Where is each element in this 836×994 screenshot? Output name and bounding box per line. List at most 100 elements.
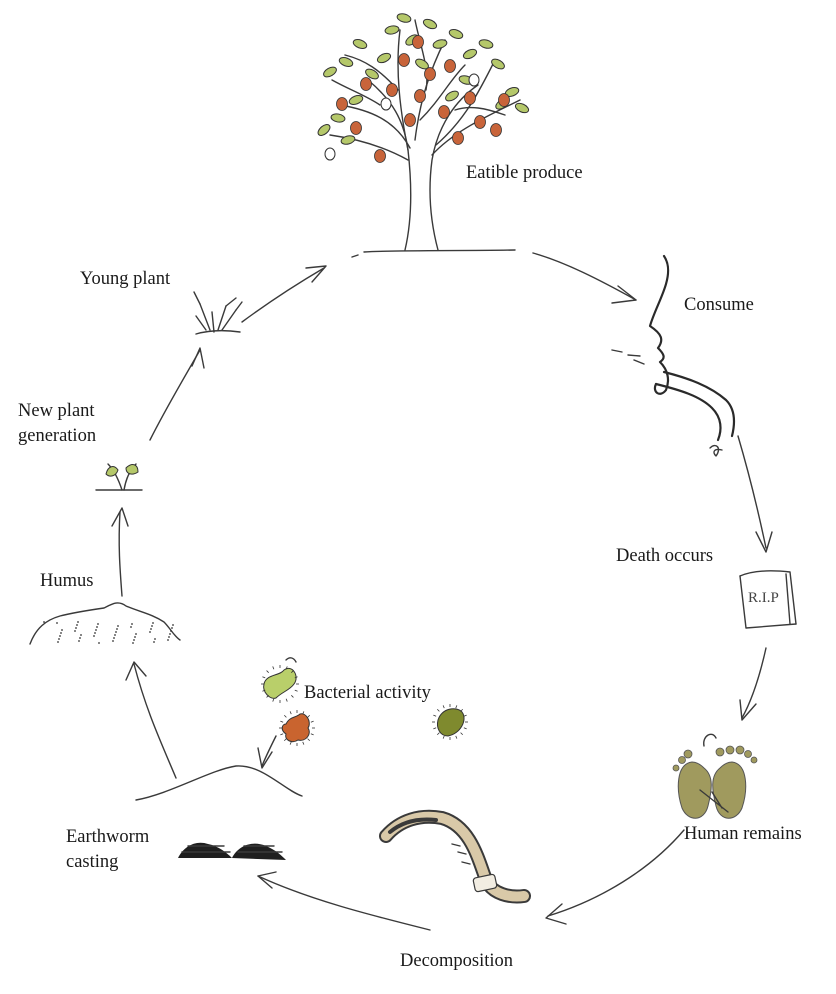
tree-leaf: [490, 57, 506, 71]
label-consume: Consume: [684, 294, 754, 317]
human-face-profile-icon: [612, 256, 734, 456]
humus-dot: [114, 634, 116, 636]
bacteria-cilium: [311, 734, 314, 735]
tree-leaf: [432, 38, 448, 49]
young-plant-icon: [194, 292, 242, 334]
tree-fruit: [351, 122, 362, 135]
tree-fruit: [337, 98, 348, 111]
arrowhead-young-plant: [192, 348, 204, 368]
label-human-remains: Human remains: [684, 823, 802, 846]
humus-dot: [170, 630, 172, 632]
label-new-plant-line1: New plant: [18, 400, 95, 423]
bacteria-cilium: [280, 734, 283, 735]
arrow-tree-to-consume: [533, 253, 636, 300]
tree-leaf: [348, 94, 364, 106]
tree-fruit-outline: [325, 148, 335, 160]
tree-leaf: [338, 56, 354, 68]
bacteria-cilium: [284, 739, 286, 741]
fruit-tree-icon: [330, 20, 520, 257]
humus-dot: [133, 639, 135, 641]
footprint-toe: [679, 757, 686, 764]
bacteria-cilium: [308, 715, 310, 717]
tree-fruit: [425, 68, 436, 81]
humus-dot: [58, 638, 60, 640]
bacteria-cilium: [267, 671, 269, 673]
humus-dot: [131, 623, 133, 625]
arrowhead-death: [756, 532, 772, 552]
tree-leaf: [384, 25, 399, 35]
humus-dot: [132, 642, 134, 644]
tree-leaf: [422, 17, 438, 30]
tree-fruit: [405, 114, 416, 127]
humus-dot: [113, 637, 115, 639]
bacteria-cilium: [437, 709, 439, 711]
tree-leaf: [376, 51, 392, 64]
bacteria-cilium: [464, 728, 467, 729]
humus-dot: [74, 630, 76, 632]
cycle-arrows: [112, 253, 772, 930]
humus-dot: [60, 632, 62, 634]
arrowhead-remains: [740, 700, 756, 720]
tree-fruit: [439, 106, 450, 119]
humus-dot: [172, 624, 174, 626]
humus-dot: [134, 636, 136, 638]
tree-fruit: [445, 60, 456, 73]
arrow-death-to-remains: [742, 648, 766, 718]
arrow-humus-to-seedling: [119, 512, 122, 596]
humus-dot: [115, 631, 117, 633]
humus-dot: [95, 629, 97, 631]
humus-dot: [117, 625, 119, 627]
humus-dot: [153, 641, 155, 643]
bacteria-cilium: [456, 736, 457, 739]
humus-dot: [61, 629, 63, 631]
bacteria-cilium: [433, 728, 436, 729]
humus-dot: [116, 628, 118, 630]
bacteria-cilium: [443, 705, 444, 708]
humus-dots: [43, 621, 174, 644]
bacteria-cilium: [290, 711, 291, 714]
label-decomposition: Decomposition: [400, 950, 513, 973]
tree-fruit: [361, 78, 372, 91]
arrow-decomposition-to-casting: [258, 876, 430, 930]
humus-dot: [76, 624, 78, 626]
bacteria-cilium: [443, 736, 444, 739]
footprints-icon: [678, 734, 745, 818]
bacteria-cilium: [286, 699, 287, 702]
tree-leaf: [448, 28, 464, 40]
tree-fruit: [413, 36, 424, 49]
bacteria-cilium: [273, 699, 274, 702]
humus-mound-icon: [30, 603, 180, 644]
footprint-toe: [684, 750, 692, 758]
bacteria-cilium: [280, 721, 283, 722]
humus-dot: [130, 626, 132, 628]
footprint-toe: [736, 746, 744, 754]
bacteria-cilium: [284, 715, 286, 717]
tree-leaf: [444, 89, 460, 103]
label-death-occurs: Death occurs: [616, 545, 713, 568]
tree-leaf: [330, 113, 345, 123]
tree-leaf: [396, 12, 412, 23]
humus-dot: [135, 633, 137, 635]
tree-fruit: [453, 132, 464, 145]
seedling-icon: [96, 464, 142, 490]
humus-dot: [169, 633, 171, 635]
tree-fruit: [491, 124, 502, 137]
humus-dot: [77, 621, 79, 623]
humus-dot: [96, 626, 98, 628]
bacteria-cilium: [433, 715, 436, 716]
arrowhead-tree: [306, 266, 326, 282]
bacteria-cilium: [308, 739, 310, 741]
humus-dot: [43, 621, 45, 623]
humus-dot: [112, 640, 114, 642]
humus-dot: [154, 638, 156, 640]
tree-leaf: [340, 134, 356, 145]
arrow-casting-to-humus: [134, 664, 176, 778]
label-new-plant-line2: generation: [18, 425, 96, 448]
humus-dot: [57, 641, 59, 643]
label-humus: Humus: [40, 570, 93, 593]
humus-dot: [79, 637, 81, 639]
label-young-plant: Young plant: [80, 268, 170, 291]
arrow-remains-to-decomposition: [548, 830, 684, 916]
tombstone-text: R.I.P: [748, 590, 779, 606]
